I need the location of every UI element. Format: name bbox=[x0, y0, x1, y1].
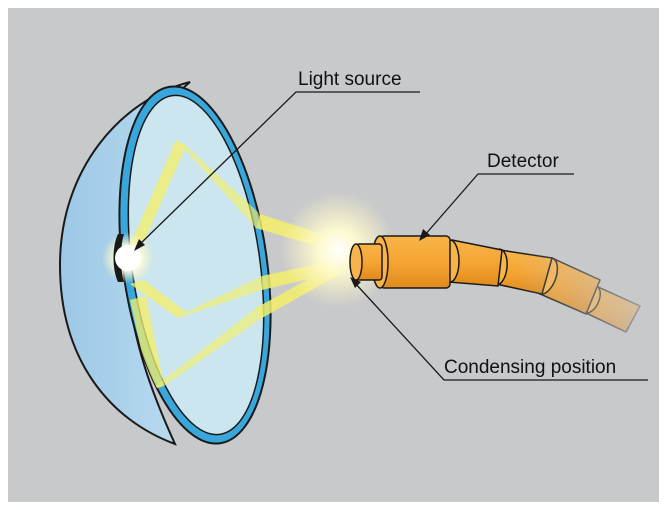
leader-lines bbox=[137, 91, 648, 381]
light-source-arrowhead bbox=[134, 239, 145, 251]
detector-arrowhead bbox=[419, 229, 430, 241]
label-condensing-position: Condensing position bbox=[444, 357, 616, 378]
condensing-position-leader bbox=[353, 281, 648, 381]
label-detector: Detector bbox=[487, 151, 559, 172]
label-light-source: Light source bbox=[298, 69, 402, 90]
detector-cable bbox=[440, 239, 642, 333]
light-source-bulb bbox=[115, 245, 141, 271]
detector-leader bbox=[423, 173, 574, 237]
detector-aperture bbox=[349, 243, 363, 281]
reflected-beams-inner bbox=[128, 140, 262, 390]
condensing-position-arrowhead bbox=[350, 277, 361, 288]
detector bbox=[349, 235, 642, 333]
light-source-leader bbox=[137, 91, 420, 247]
leader-arrowheads bbox=[134, 229, 430, 288]
detector-body bbox=[379, 235, 451, 289]
